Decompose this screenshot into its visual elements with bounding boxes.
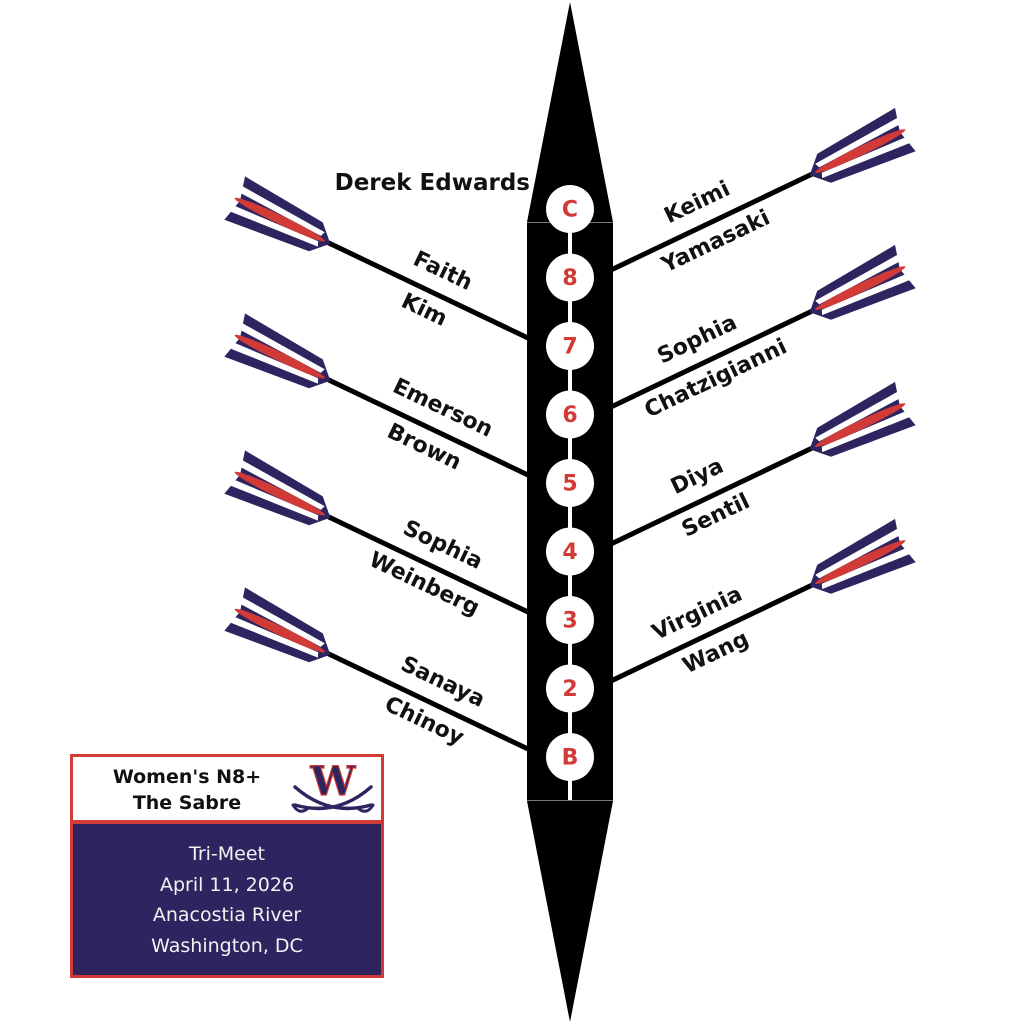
event-location: Washington, DC bbox=[151, 934, 303, 957]
seat-circle bbox=[546, 664, 594, 713]
seat-8: 8 bbox=[546, 253, 594, 302]
race-info-card: Women's N8+ The Sabre W Tri-Meet April 1… bbox=[70, 754, 384, 978]
oar-shaft bbox=[610, 170, 817, 272]
oar-seat-4 bbox=[610, 381, 916, 546]
event-name: Tri-Meet bbox=[189, 843, 265, 865]
oar-shaft bbox=[323, 375, 530, 478]
oar-blade-icon bbox=[809, 381, 916, 457]
oar-shaft bbox=[323, 238, 530, 341]
seat-number: 3 bbox=[562, 609, 577, 634]
logo-letter: W bbox=[310, 759, 357, 805]
rower-last-name: Wang bbox=[679, 626, 753, 679]
oar-blade-icon bbox=[809, 107, 916, 183]
seat-5: 5 bbox=[546, 459, 594, 507]
event-date: April 11, 2026 bbox=[159, 873, 295, 896]
oar-seat-b bbox=[224, 587, 530, 752]
seat-number: 6 bbox=[562, 403, 577, 428]
oar-blade-icon bbox=[809, 244, 916, 320]
boat-name: The Sabre bbox=[132, 792, 242, 814]
oar-seat-2 bbox=[610, 518, 916, 683]
info-details: Tri-Meet April 11, 2026 Anacostia River … bbox=[73, 824, 381, 975]
seat-number: 8 bbox=[562, 266, 577, 291]
seat-circle bbox=[546, 733, 594, 781]
oar-shaft bbox=[323, 512, 530, 615]
seats-layer: C 8 7 6 5 4 3 2B bbox=[546, 185, 594, 781]
oar-shaft bbox=[610, 307, 817, 409]
oar-seat-5 bbox=[224, 313, 530, 478]
seat-circle bbox=[546, 459, 594, 507]
oar-seat-3 bbox=[224, 450, 530, 615]
coxswain-name: Derek Edwards bbox=[335, 170, 530, 196]
seat-2: 2 bbox=[546, 664, 594, 713]
oar-shaft bbox=[610, 444, 817, 546]
seat-circle bbox=[546, 322, 594, 370]
stern-tip bbox=[527, 801, 613, 1022]
seat-c: C bbox=[546, 185, 594, 233]
bow-tip bbox=[527, 2, 613, 222]
seat-circle bbox=[546, 527, 594, 576]
oar-blade-icon bbox=[224, 587, 331, 663]
oar-blade-icon bbox=[224, 176, 331, 252]
boat-category: Women's N8+ bbox=[112, 766, 262, 788]
oar-blade-icon bbox=[224, 450, 331, 526]
seat-number: 4 bbox=[562, 540, 577, 565]
seat-circle bbox=[546, 596, 594, 644]
boat-hull bbox=[527, 2, 613, 1022]
oar-shaft bbox=[323, 649, 530, 752]
seat-number: 5 bbox=[562, 472, 577, 497]
seat-6: 6 bbox=[546, 390, 594, 439]
rower-first-name: Keimi bbox=[661, 176, 735, 229]
oar-shaft bbox=[610, 581, 817, 683]
seat-number: 2 bbox=[562, 677, 577, 702]
oars-layer bbox=[224, 107, 916, 752]
seat-number: 7 bbox=[562, 335, 577, 360]
seat-number: B bbox=[562, 746, 579, 771]
seat-number: C bbox=[562, 198, 578, 223]
seat-3: 3 bbox=[546, 596, 594, 644]
boat-title: Women's N8+ The Sabre bbox=[73, 764, 301, 816]
oar-seat-7 bbox=[224, 176, 530, 341]
seat-b: B bbox=[546, 733, 594, 781]
seat-circle bbox=[546, 185, 594, 233]
seat-circle bbox=[546, 253, 594, 302]
seat-7: 7 bbox=[546, 322, 594, 370]
rower-last-name: Sentil bbox=[678, 489, 754, 543]
seat-4: 4 bbox=[546, 527, 594, 576]
oar-seat-6 bbox=[610, 244, 916, 409]
oar-blade-icon bbox=[224, 313, 331, 389]
seat-circle bbox=[546, 390, 594, 439]
crossed-sabres-icon bbox=[291, 785, 375, 813]
event-venue: Anacostia River bbox=[152, 904, 302, 926]
info-header: Women's N8+ The Sabre W bbox=[73, 757, 381, 824]
oar-seat-8 bbox=[610, 107, 916, 272]
oar-blade-icon bbox=[809, 518, 916, 594]
team-logo-icon: W bbox=[291, 759, 375, 813]
